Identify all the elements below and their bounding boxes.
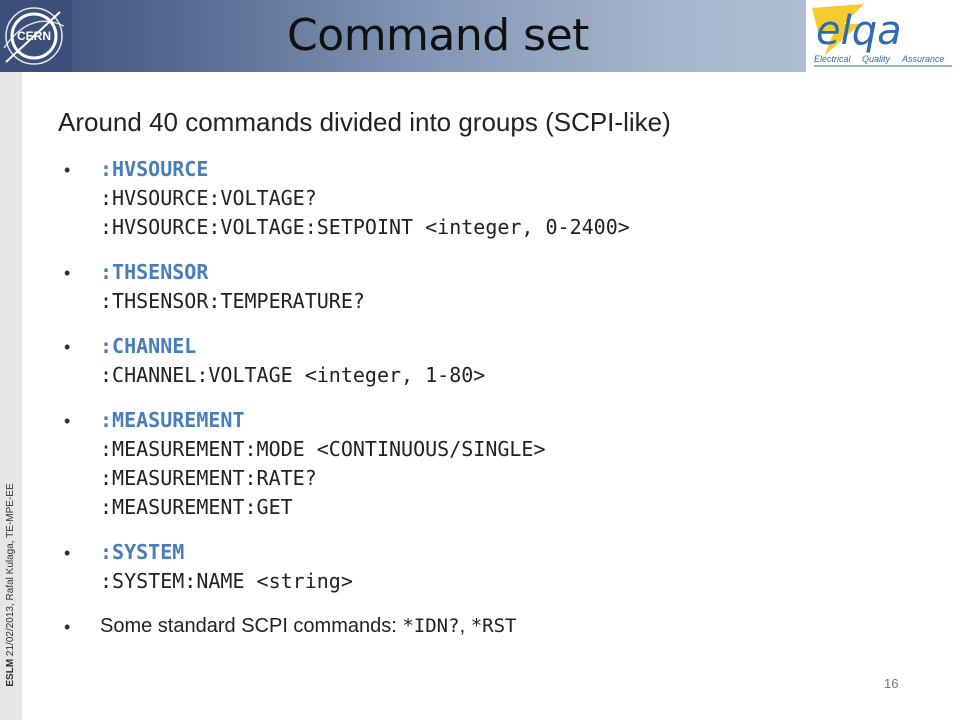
slide-subtitle: Around 40 commands divided into groups (… bbox=[58, 107, 671, 137]
elqa-logo: elqa Electrical Quality Assurance bbox=[806, 0, 960, 72]
group-heading: :CHANNEL bbox=[100, 334, 197, 358]
standard-commands-label: Some standard SCPI commands: bbox=[100, 615, 403, 637]
command-list: • :HVSOURCE :HVSOURCE:VOLTAGE? :HVSOURCE… bbox=[64, 155, 924, 657]
command-group-system: • :SYSTEM :SYSTEM:NAME <string> bbox=[64, 538, 924, 596]
command-group-thsensor: • :THSENSOR :THSENSOR:TEMPERATURE? bbox=[64, 258, 924, 316]
side-strip bbox=[0, 72, 22, 720]
slide-title: Command set bbox=[287, 10, 589, 61]
bullet-icon: • bbox=[64, 263, 71, 283]
command-line: :MEASUREMENT:GET bbox=[100, 495, 293, 519]
command-group-measurement: • :MEASUREMENT :MEASUREMENT:MODE <CONTIN… bbox=[64, 406, 924, 522]
cern-logo-text: CERN bbox=[17, 29, 51, 43]
bullet-icon: • bbox=[64, 543, 71, 563]
page-number: 16 bbox=[884, 676, 899, 691]
command-group-hvsource: • :HVSOURCE :HVSOURCE:VOLTAGE? :HVSOURCE… bbox=[64, 155, 924, 242]
command-line: :MEASUREMENT:RATE? bbox=[100, 466, 317, 490]
group-heading: :THSENSOR bbox=[100, 260, 209, 284]
bullet-icon: • bbox=[64, 160, 71, 180]
command-line: :THSENSOR:TEMPERATURE? bbox=[100, 289, 365, 313]
cern-logo: CERN bbox=[0, 0, 72, 72]
group-heading: :HVSOURCE bbox=[100, 157, 209, 181]
slide-header: CERN Command set elqa Electrical Quality… bbox=[0, 0, 960, 72]
standard-commands-text: Some standard SCPI commands: *IDN?, *RST bbox=[100, 612, 924, 641]
command-line: :HVSOURCE:VOLTAGE:SETPOINT <integer, 0-2… bbox=[100, 215, 630, 239]
rst-command: *RST bbox=[470, 615, 517, 637]
command-separator: , bbox=[459, 615, 471, 637]
idn-command: *IDN? bbox=[402, 615, 460, 637]
command-line: :CHANNEL:VOLTAGE <integer, 1-80> bbox=[100, 363, 486, 387]
command-line: :MEASUREMENT:MODE <CONTINUOUS/SINGLE> bbox=[100, 437, 546, 461]
elqa-tagline-1: Electrical bbox=[814, 54, 852, 64]
footer-details: 21/02/2013, Rafal Kulaga, TE-MPE-EE bbox=[5, 483, 16, 659]
group-heading: :SYSTEM bbox=[100, 540, 185, 564]
elqa-logo-icon: elqa Electrical Quality Assurance bbox=[812, 4, 952, 67]
command-group-channel: • :CHANNEL :CHANNEL:VOLTAGE <integer, 1-… bbox=[64, 332, 924, 390]
footer-event: ESLM bbox=[5, 658, 16, 687]
group-heading: :MEASUREMENT bbox=[100, 408, 245, 432]
standard-commands-item: • Some standard SCPI commands: *IDN?, *R… bbox=[64, 612, 924, 641]
bullet-icon: • bbox=[64, 337, 71, 357]
elqa-tagline-3: Assurance bbox=[901, 54, 945, 64]
bullet-icon: • bbox=[64, 617, 71, 637]
footer-text: ESLM 21/02/2013, Rafal Kulaga, TE-MPE-EE bbox=[4, 450, 18, 720]
command-line: :SYSTEM:NAME <string> bbox=[100, 569, 353, 593]
elqa-tagline-2: Quality bbox=[862, 54, 891, 64]
elqa-logo-text: elqa bbox=[816, 8, 902, 54]
cern-logo-icon: CERN bbox=[3, 7, 65, 65]
bullet-icon: • bbox=[64, 411, 71, 431]
command-line: :HVSOURCE:VOLTAGE? bbox=[100, 186, 317, 210]
